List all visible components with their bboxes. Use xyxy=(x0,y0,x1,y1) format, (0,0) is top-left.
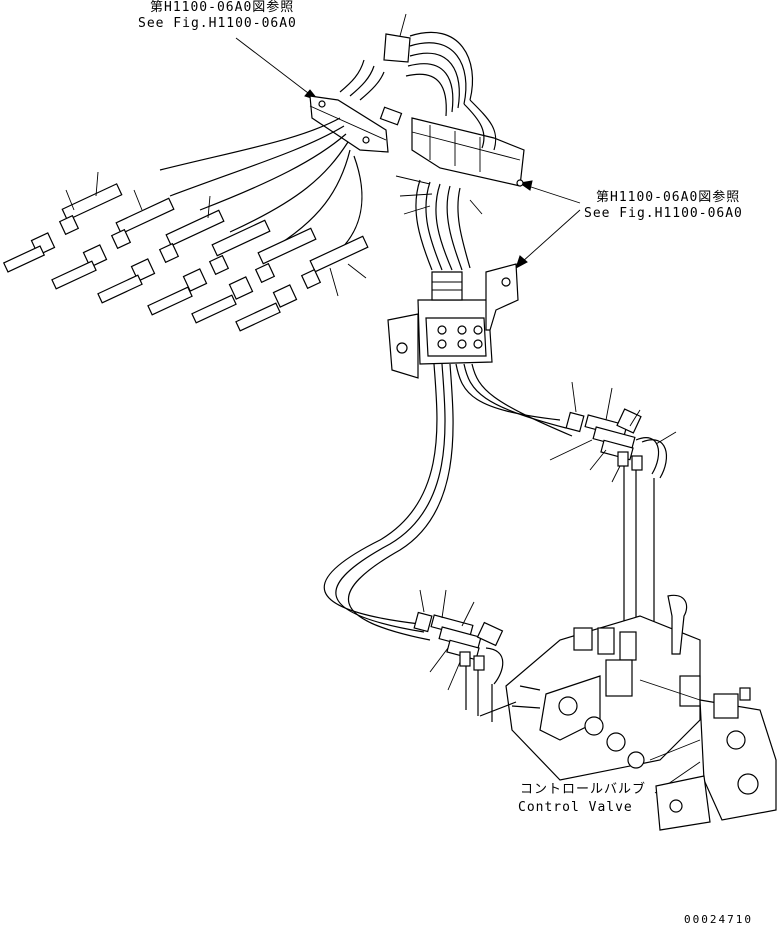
upper-fitting-cluster xyxy=(549,381,677,640)
drawing-number: 00024710 xyxy=(684,913,753,926)
lower-fitting-cluster xyxy=(413,589,504,722)
lower-hoses xyxy=(323,363,573,641)
callout-jp-top-left: 第H1100-06A0図参照 xyxy=(150,0,295,15)
callout-en-right: See Fig.H1100-06A0 xyxy=(584,206,743,221)
control-valve-label-jp: コントロールバルブ xyxy=(520,782,647,797)
control-valve-body xyxy=(479,594,777,831)
top-hose-bundle xyxy=(339,13,497,151)
vertical-hoses xyxy=(395,175,483,271)
loose-hose-assemblies xyxy=(2,117,369,332)
callout-en-top-left: See Fig.H1100-06A0 xyxy=(138,16,297,31)
control-valve-label-en: Control Valve xyxy=(518,800,633,815)
left-clamp xyxy=(309,95,403,153)
mounting-bracket xyxy=(387,263,519,379)
callout-jp-right: 第H1100-06A0図参照 xyxy=(596,190,741,205)
upper-manifold xyxy=(411,117,525,187)
